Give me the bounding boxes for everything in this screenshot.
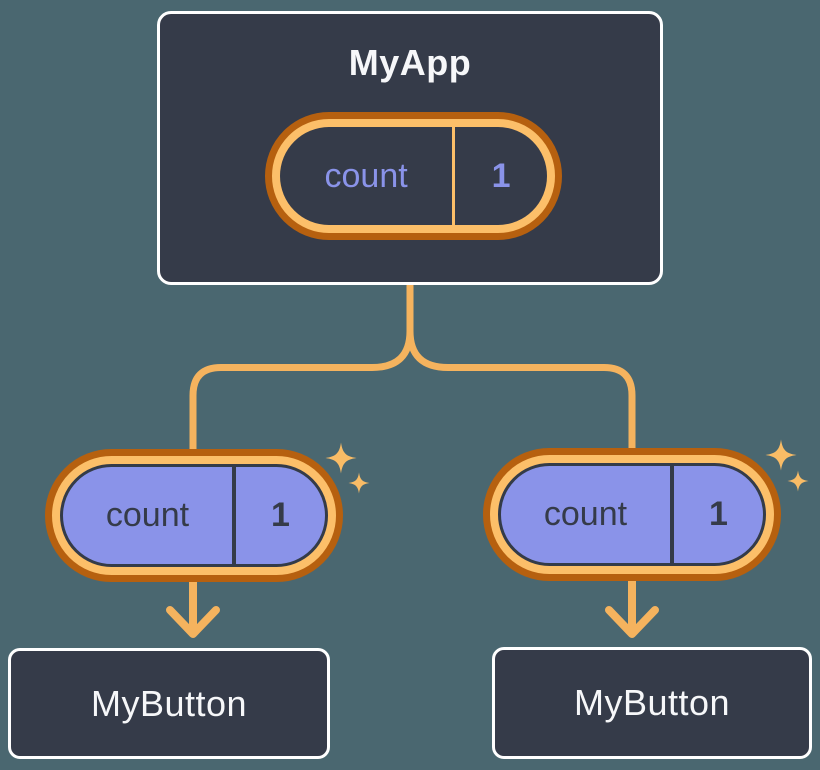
prop-pill-body: count 1 (60, 464, 328, 567)
arrow-down-icon (605, 574, 659, 638)
sparkle-icon (787, 470, 809, 492)
state-pill-value: 1 (452, 127, 547, 225)
connector-branch-left (189, 282, 414, 456)
state-pill-body: count 1 (280, 127, 547, 225)
connector-branch-right (406, 282, 636, 454)
mybutton-node-right: MyButton (492, 647, 812, 759)
mybutton-node-left: MyButton (8, 648, 330, 759)
prop-pill-body: count 1 (498, 463, 766, 566)
myapp-node-title: MyApp (348, 42, 472, 83)
arrow-down-icon (166, 576, 220, 638)
prop-pill-label: count (105, 496, 190, 534)
prop-pill-left: count 1 (45, 449, 343, 582)
state-pill: count 1 (265, 112, 562, 240)
prop-pill-right: count 1 (483, 448, 781, 581)
mybutton-node-title: MyButton (573, 682, 731, 723)
prop-pill-value: 1 (231, 467, 325, 564)
sparkle-icon (348, 472, 370, 494)
sparkle-icon (325, 442, 357, 474)
prop-pill-label: count (543, 495, 628, 533)
state-pill-label: count (324, 156, 408, 195)
sparkle-icon (765, 439, 797, 471)
mybutton-node-title: MyButton (90, 682, 248, 724)
prop-pill-value: 1 (669, 466, 763, 563)
